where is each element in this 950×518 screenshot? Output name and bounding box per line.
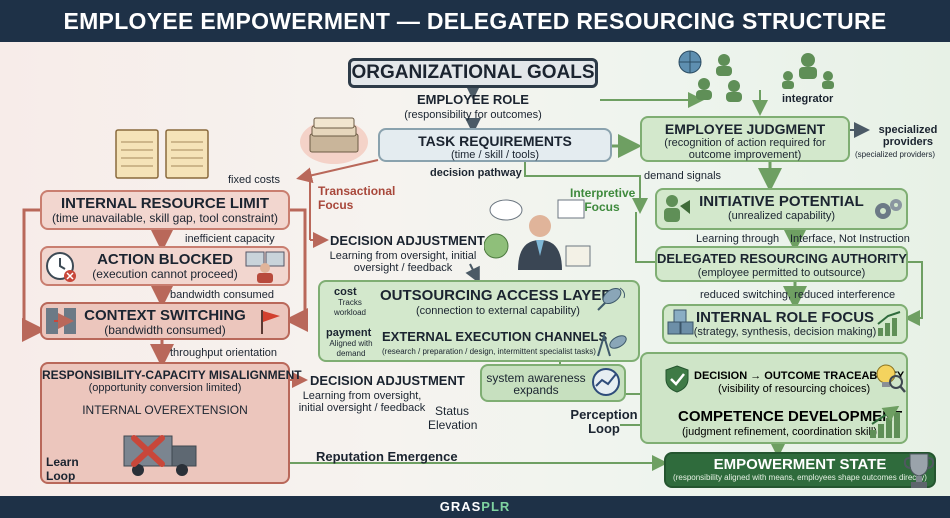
specialized-providers-label: specialized providers [878,124,938,148]
payment-label: payment [326,327,372,339]
shield-check-icon [665,365,689,393]
learning-through-label: Learning through [696,233,780,245]
clock-blocked-icon [46,252,76,282]
internal-resource-limit-subtitle: (time unavailable, skill gap, tool const… [51,211,279,225]
ledger-icon [115,129,209,179]
initiative-potential-title: INITIATIVE POTENTIAL [699,193,864,210]
cost-subtitle: Tracks workload [333,298,366,317]
perception-loop-label: Perception Loop [570,407,638,436]
brand-text-a: GRAS [439,499,482,514]
integrator-icon [782,53,834,89]
outsourcing-access-subtitle: (connection to external capability) [416,305,580,317]
competence-subtitle: (judgment refinement, coordination skill… [682,426,878,438]
internal-role-focus-subtitle: (strategy, synthesis, decision making) [693,326,877,338]
decision-adjustment-bottom-title: DECISION ADJUSTMENT [310,373,465,388]
footer-brand: GRASPLR [0,496,950,518]
outsourcing-access-title: OUTSOURCING ACCESS LAYER [380,287,613,304]
action-blocked-title: ACTION BLOCKED [97,251,233,268]
specialized-providers-subtitle: (specialized providers) [855,150,936,159]
awareness-gauge-icon [592,368,620,396]
employee-role-title: EMPLOYEE ROLE [417,92,529,107]
task-requirements-subtitle: (time / skill / tools) [450,149,539,161]
misalignment-subtitle: (opportunity conversion limited) [88,382,242,394]
bandwidth-consumed-label: bandwidth consumed [170,289,274,301]
reputation-emergence-label: Reputation Emergence [316,449,458,464]
interpretive-focus-label: Interpretive Focus [570,186,636,214]
context-switching-box: CONTEXT SWITCHING (bandwidth consumed) [40,302,290,340]
delegated-authority-subtitle: (employee permitted to outsource) [697,267,866,279]
interface-note-label: Interface, Not Instruction [790,233,910,245]
throughput-orientation-label: throughput orientation [170,347,278,359]
misalignment-box: RESPONSIBILITY-CAPACITY MISALIGNMENT (op… [40,362,302,484]
task-requirements-box: TASK REQUIREMENTS (time / skill / tools) [378,128,612,162]
action-blocked-box: ACTION BLOCKED (execution cannot proceed… [40,246,290,286]
decision-adjustment-bottom-subtitle: Learning from oversight, initial oversig… [298,390,426,414]
employee-judgment-title: EMPLOYEE JUDGMENT [664,121,826,137]
context-switching-title: CONTEXT SWITCHING [84,307,246,324]
network-people-icon [678,50,742,102]
initiative-potential-box: INITIATIVE POTENTIAL (unrealized capabil… [655,188,908,230]
employee-role-subtitle: (responsibility for outcomes) [404,109,542,121]
integrator-label: integrator [782,93,834,105]
learn-loop-label: Learn Loop [46,455,79,483]
action-blocked-subtitle: (execution cannot proceed) [92,267,238,281]
system-awareness-label: system awareness expands [486,371,586,397]
internal-overextension-label: INTERNAL OVEREXTENSION [82,403,248,417]
misalignment-title: RESPONSIBILITY-CAPACITY MISALIGNMENT [42,368,302,382]
initiative-potential-subtitle: (unrealized capability) [728,210,835,222]
growth-chart-icon [877,311,901,336]
cubes-icon [667,309,694,335]
internal-resource-limit-box: INTERNAL RESOURCE LIMIT (time unavailabl… [40,190,290,230]
delegated-authority-title: DELEGATED RESOURCING AUTHORITY [657,251,907,266]
internal-role-focus-box: INTERNAL ROLE FOCUS (strategy, synthesis… [662,304,908,344]
antenna-channels-icon [597,332,627,357]
stressed-worker-icon [245,251,285,283]
document-stack-icon [300,117,368,164]
organizational-goals-label: ORGANIZATIONAL GOALS [351,62,595,83]
external-channels-title: EXTERNAL EXECUTION CHANNELS [382,329,608,344]
switching-door-icon [46,308,76,334]
competence-title: COMPETENCE DEVELOPMENT [678,408,903,425]
decision-adjustment-top-subtitle: Learning from oversight, initial oversig… [329,250,477,274]
inefficient-capacity-label: inefficient capacity [185,233,275,245]
task-requirements-title: TASK REQUIREMENTS [418,133,572,149]
internal-resource-limit-title: INTERNAL RESOURCE LIMIT [60,195,270,212]
employee-judgment-subtitle: (recognition of action required for outc… [664,137,826,161]
empowerment-state-subtitle: (responsibility aligned with means, empl… [673,473,927,482]
red-flag-icon [261,310,280,334]
traceability-competence-panel [640,352,908,444]
brand-text-b: PLR [481,499,511,514]
megaphone-person-icon [664,195,690,222]
cost-label: cost [334,286,357,298]
empowerment-state-title: EMPOWERMENT STATE [713,456,887,473]
external-channels-subtitle: (research / preparation / design, interm… [382,347,596,356]
lightbulb-magnifier-icon [876,364,906,393]
outsourcing-access-box: OUTSOURCING ACCESS LAYER (connection to … [318,280,640,362]
fixed-costs-label: fixed costs [228,174,280,186]
delegated-authority-box: DELEGATED RESOURCING AUTHORITY (employee… [655,246,908,282]
thinking-manager-icon [484,199,591,270]
empowerment-state-box: EMPOWERMENT STATE (responsibility aligne… [664,452,936,488]
demand-signals-label: demand signals [644,170,722,182]
reduced-switching-label: reduced switching, reduced interference [700,289,896,301]
payment-subtitle: Aligned with demand [329,339,373,358]
satellite-dish-icon [597,287,625,311]
internal-role-focus-title: INTERNAL ROLE FOCUS [695,309,875,326]
blocked-truck-icon [123,435,197,476]
gears-icon [875,199,902,219]
decision-adjustment-top-title: DECISION ADJUSTMENT [330,233,485,248]
context-switching-subtitle: (bandwidth consumed) [104,323,226,337]
decision-pathway-label: decision pathway [430,167,522,179]
organizational-goals: ORGANIZATIONAL GOALS [348,58,598,88]
traceability-subtitle: (visibility of resourcing choices) [718,383,871,395]
status-elevation-label: Status Elevation [428,404,478,432]
employee-judgment-box: EMPLOYEE JUDGMENT (recognition of action… [640,116,850,162]
transactional-focus-label: Transactional Focus [318,184,396,212]
rising-bars-icon [870,406,900,438]
trophy-icon [903,453,935,488]
page-title: EMPLOYEE EMPOWERMENT — DELEGATED RESOURC… [0,0,950,42]
traceability-title: DECISION → OUTCOME TRACEABILITY [694,370,905,382]
